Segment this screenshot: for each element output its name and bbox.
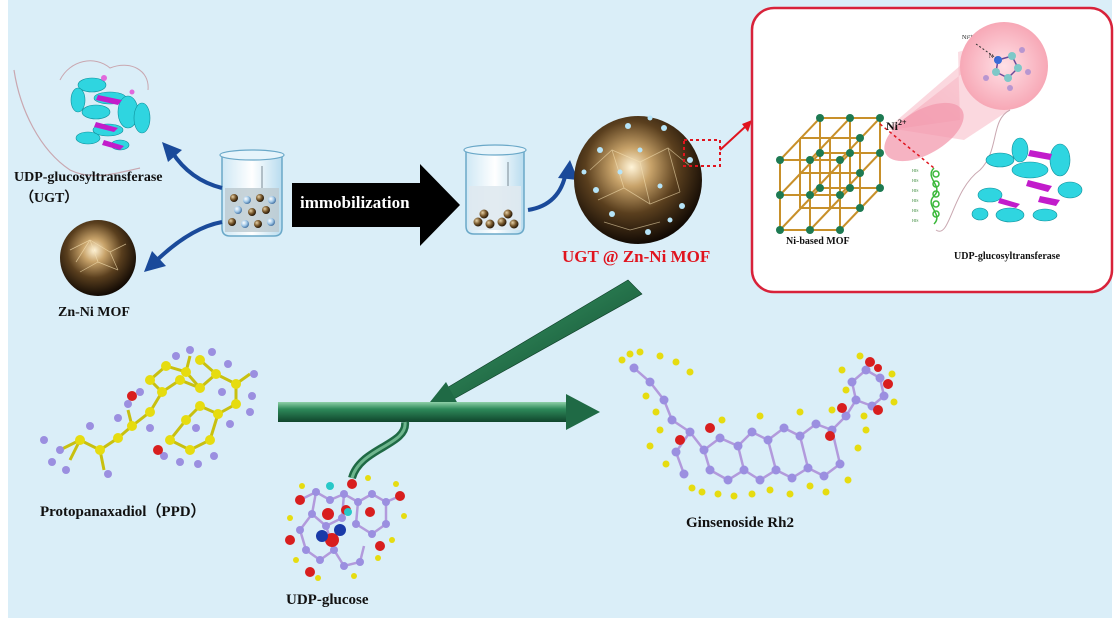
blue-arrow-to-mof bbox=[144, 220, 223, 272]
his-label: HIS bbox=[912, 218, 919, 223]
ugt-label: UDP-glucosyltransferase bbox=[14, 170, 163, 185]
udp-glucose-molecule bbox=[285, 475, 407, 581]
beaker-immobilized bbox=[463, 144, 527, 235]
his-label: HIS bbox=[912, 208, 919, 213]
immobilization-label: immobilization bbox=[300, 193, 410, 212]
immobilization-arrow bbox=[292, 164, 460, 246]
imidazole-n-label: N bbox=[989, 54, 994, 60]
composite-label: UGT @ Zn-Ni MOF bbox=[562, 247, 711, 266]
ugt-protein-structure bbox=[13, 60, 151, 177]
inset-panel bbox=[750, 6, 1114, 294]
his-tag bbox=[930, 167, 940, 225]
zn-ni-mof-label: Zn-Ni MOF bbox=[58, 305, 130, 320]
zn-ni-mof-sphere bbox=[60, 220, 136, 296]
zoom-marker-box bbox=[683, 139, 721, 167]
blue-arrow-to-composite bbox=[527, 160, 578, 212]
inset-enzyme-structure bbox=[935, 109, 1083, 232]
ni-ion-label: Ni2+ bbox=[886, 118, 907, 133]
imidazole-structure bbox=[975, 43, 1031, 91]
his-label: HIS bbox=[912, 168, 919, 173]
ni-mof-label: Ni-based MOF bbox=[786, 236, 850, 247]
ginsenoside-rh2-molecule bbox=[618, 348, 898, 500]
his-label: HIS bbox=[912, 198, 919, 203]
zoom-arrow bbox=[719, 120, 752, 151]
composite-sphere bbox=[574, 115, 721, 244]
his-label: HIS bbox=[912, 178, 919, 183]
beaker-mixture bbox=[219, 149, 285, 237]
ppd-label: Protopanaxadiol（PPD） bbox=[40, 504, 206, 520]
mof-nodes bbox=[776, 114, 884, 234]
imidazole-zoom-circle bbox=[960, 22, 1048, 110]
ugt-abbreviation: （UGT） bbox=[20, 191, 79, 206]
reaction-arrow bbox=[278, 394, 600, 430]
his-label: HIS bbox=[912, 188, 919, 193]
rh2-label: Ginsenoside Rh2 bbox=[686, 515, 794, 531]
ppd-molecule bbox=[40, 346, 258, 478]
udp-glucose-feed-arrow bbox=[348, 421, 409, 480]
imidazole-ni-label: Ni²⁺ bbox=[962, 35, 973, 41]
blue-arrow-to-ugt bbox=[162, 142, 223, 190]
inset-enzyme-label: UDP-glucosyltransferase bbox=[954, 251, 1061, 262]
udp-glucose-label: UDP-glucose bbox=[286, 592, 369, 608]
